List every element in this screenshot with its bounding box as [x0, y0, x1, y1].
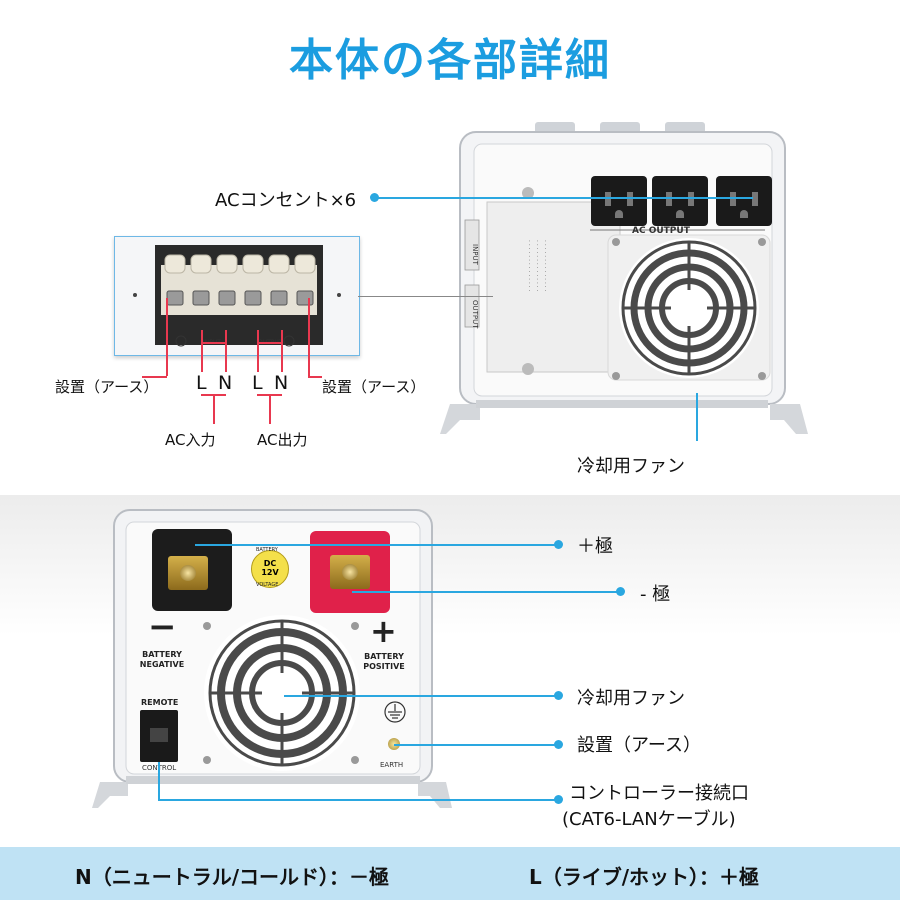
minus-pole-label: - 極 [640, 584, 671, 605]
dc-badge-top-text: BATTERY [256, 547, 278, 553]
ground-left-leader-h [142, 376, 167, 378]
ground-leader-line [394, 744, 558, 746]
n-output-label: N [274, 372, 289, 394]
footer-n-text: N（ニュートラル/コールド）：－極 [75, 865, 390, 889]
positive-terminal-bolt [342, 564, 358, 580]
ac-output-label: AC出力 [257, 431, 308, 449]
dc-badge-mid2: 12V [261, 568, 279, 577]
terminal-zoom-connector [358, 296, 493, 297]
battery-negative-text: BATTERY NEGATIVE [136, 650, 188, 670]
ac-outlet-2 [652, 176, 708, 226]
ac-outlets-leader-dot [370, 193, 379, 202]
battery-negative-text-2: NEGATIVE [139, 660, 185, 669]
plus-symbol: + [370, 612, 397, 650]
l-input-label: L [196, 372, 207, 394]
minus-pole-leader-dot [616, 587, 625, 596]
ground-left-leader [166, 298, 168, 376]
inverter-front-unit [440, 120, 808, 440]
plus-pole-leader-line [195, 544, 558, 546]
output-bracket-top [257, 342, 282, 344]
l-in-leader [201, 330, 203, 372]
ac-output-panel-text: AC OUTPUT [632, 226, 690, 236]
minus-symbol: − [148, 607, 177, 647]
top-fan-leader-line [696, 393, 698, 441]
controller-leader-dot [554, 795, 563, 804]
ac-output-bracket [257, 394, 282, 396]
controller-label-line2: (CAT6-LANケーブル) [562, 809, 736, 830]
controller-label-line1: コントローラー接続口 [569, 783, 749, 804]
ground-right-label: 設置（アース） [322, 378, 426, 396]
controller-leader-h [158, 799, 558, 801]
ac-input-label: AC入力 [165, 431, 216, 449]
remote-port-socket [150, 728, 168, 742]
minus-pole-leader-line [352, 591, 620, 593]
top-cooling-fan-label: 冷却用ファン [577, 456, 685, 477]
dc-badge-mid1: DC [263, 559, 277, 568]
dc-badge-bottom-text: VOLTAGE [256, 582, 279, 588]
ac-outlet-1 [591, 176, 647, 226]
panel-output-text: OUTPUT [471, 300, 479, 329]
bottom-fan-leader-dot [554, 691, 563, 700]
ground-left-label: 設置（アース） [55, 378, 159, 396]
ac-input-leader [213, 394, 215, 424]
earth-text: EARTH [380, 761, 404, 769]
l-out-leader [257, 330, 259, 372]
battery-positive-text: BATTERY POSITIVE [358, 652, 410, 672]
footer-l-text: L（ライブ/ホット）：＋極 [529, 865, 760, 889]
bottom-ground-label: 設置（アース） [577, 735, 702, 756]
battery-positive-text-1: BATTERY [364, 652, 404, 661]
terminal-block-drawing [133, 245, 341, 347]
ac-output-leader [269, 394, 271, 424]
page-title: 本体の各部詳細 [289, 35, 611, 86]
bottom-cooling-fan-label: 冷却用ファン [577, 688, 685, 709]
battery-positive-text-2: POSITIVE [363, 662, 405, 671]
bottom-fan-leader-line [284, 695, 558, 697]
ac-input-bracket [201, 394, 226, 396]
ground-leader-dot [554, 740, 563, 749]
ac-outlets-leader-line [378, 197, 753, 199]
terminal-plate-text: · · · · · · · · · · · · · ·· · · · · · ·… [525, 240, 548, 292]
battery-negative-text-1: BATTERY [142, 650, 182, 659]
panel-input-text: INPUT [471, 244, 479, 265]
ground-right-leader [308, 298, 310, 376]
l-output-label: L [252, 372, 263, 394]
ground-right-leader-h [308, 376, 322, 378]
plus-pole-label: ＋極 [577, 536, 613, 557]
terminal-block-zoom [114, 236, 360, 356]
plus-pole-leader-dot [554, 540, 563, 549]
n-input-label: N [218, 372, 233, 394]
n-out-leader [281, 330, 283, 372]
controller-leader-v [158, 762, 160, 800]
dc-12v-badge: DC 12V [251, 550, 289, 588]
n-in-leader [225, 330, 227, 372]
negative-terminal [152, 529, 232, 611]
footer-bar [0, 847, 900, 900]
input-bracket-top [201, 342, 226, 344]
ac-outlets-label: ACコンセント×6 [215, 190, 357, 211]
inverter-front-drawing [440, 122, 808, 434]
ac-outlet-3 [716, 176, 772, 226]
negative-terminal-bolt [180, 565, 196, 581]
remote-text: REMOTE [141, 698, 179, 707]
remote-port [140, 710, 178, 762]
